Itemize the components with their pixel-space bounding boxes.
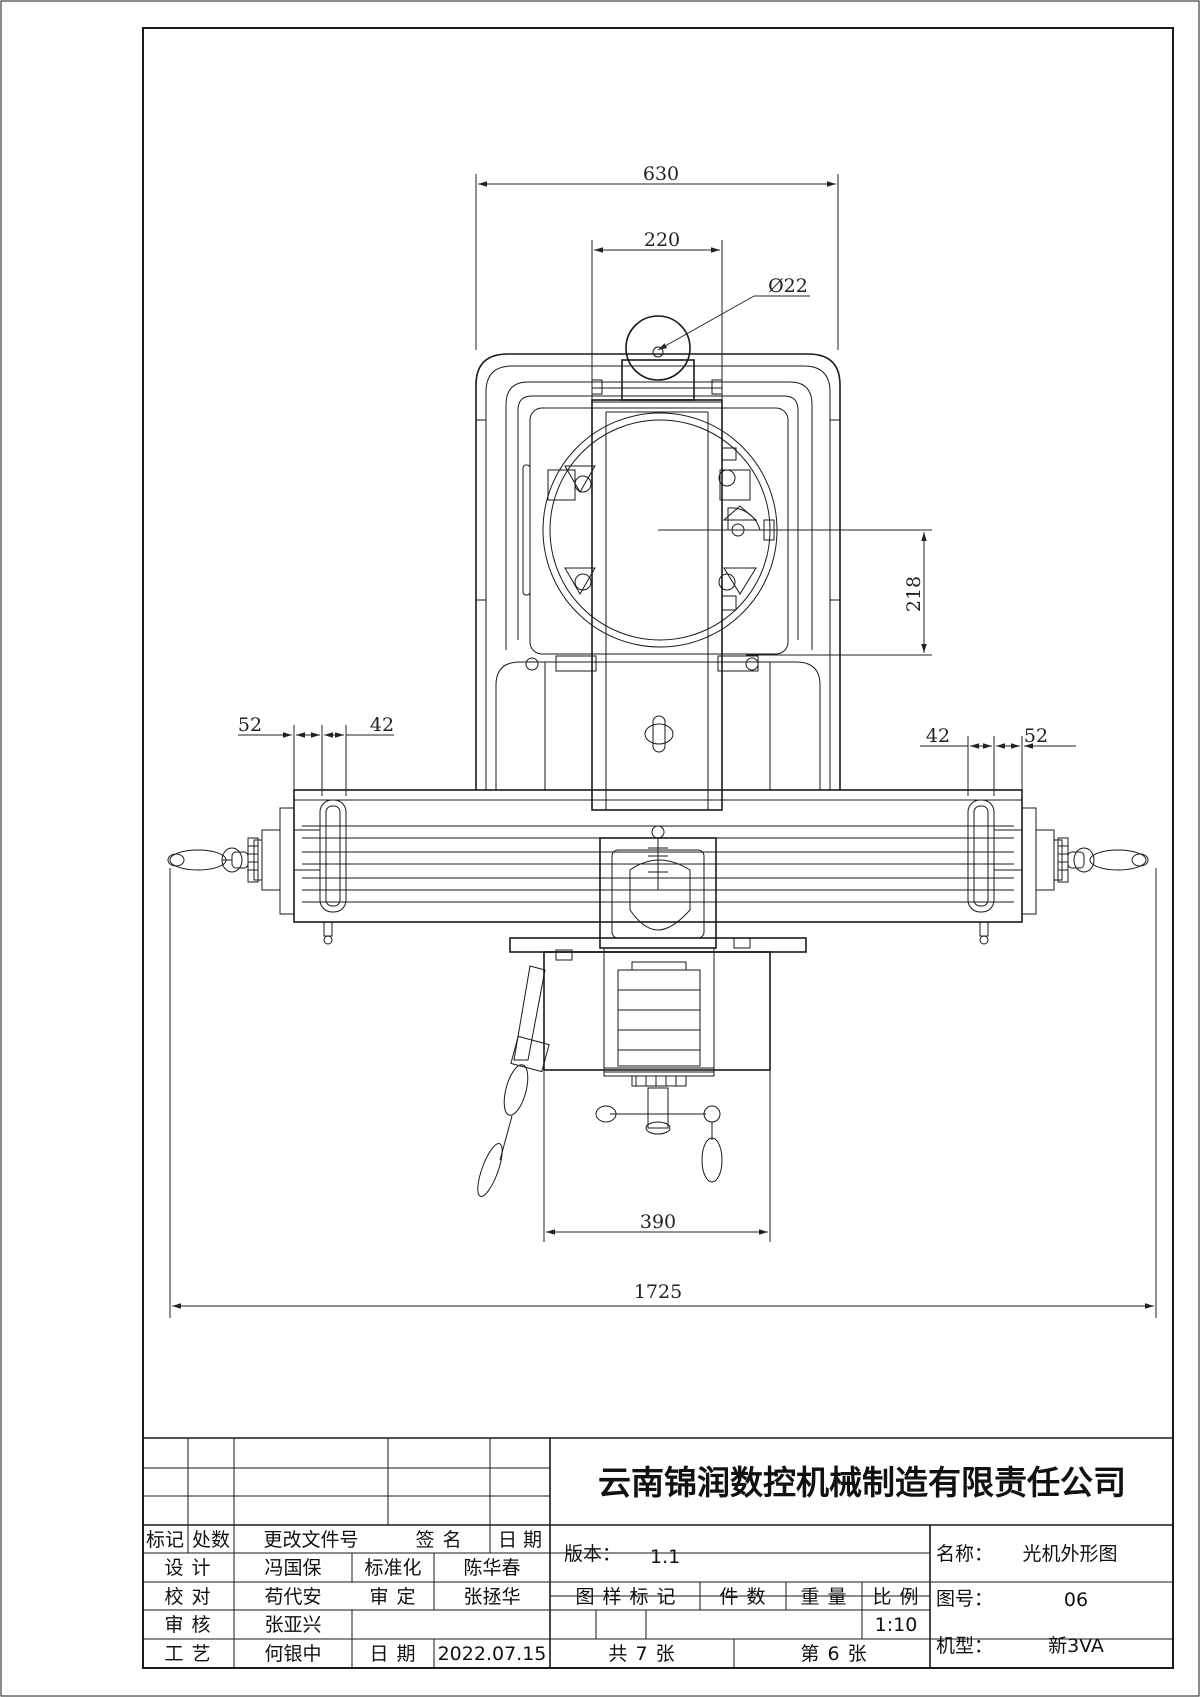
machine-outline <box>167 315 1149 1197</box>
hdr-mark: 标记 <box>146 1529 184 1551</box>
model-value: 新3VA <box>1048 1635 1104 1657</box>
dim-52-right: 52 <box>1024 725 1048 747</box>
dim-390: 390 <box>640 1211 676 1233</box>
hdr-date: 日 期 <box>498 1529 542 1551</box>
version-value: 1.1 <box>650 1546 680 1568</box>
process-name: 何银中 <box>264 1643 321 1665</box>
drawing-no-value: 06 <box>1064 1589 1088 1611</box>
company-name: 云南锦润数控机械制造有限责任公司 <box>598 1463 1126 1502</box>
dim-630: 630 <box>643 163 679 185</box>
check-name: 苟代安 <box>264 1586 321 1608</box>
check-label: 校 对 <box>164 1586 211 1608</box>
dimension-lines <box>169 174 1157 1318</box>
scale-value: 1:10 <box>875 1614 918 1636</box>
dim-phi22: Ø22 <box>768 275 808 297</box>
pattern-mark-label: 图 样 标 记 <box>575 1586 676 1608</box>
dim-218: 218 <box>903 576 925 612</box>
design-name: 冯国保 <box>264 1557 321 1579</box>
hdr-change-doc: 更改文件号 <box>263 1529 358 1551</box>
dim-1725: 1725 <box>634 1281 682 1303</box>
name-value: 光机外形图 <box>1022 1543 1117 1565</box>
approve-name: 张拯华 <box>463 1586 520 1608</box>
review-name: 张亚兴 <box>264 1614 321 1636</box>
drawing-no-label: 图号： <box>936 1588 993 1610</box>
hdr-sign: 签 名 <box>415 1529 462 1551</box>
standard-name: 陈华春 <box>463 1557 520 1579</box>
drawing-frame <box>142 27 1174 1669</box>
title-block: 云南锦润数控机械制造有限责任公司 标记 处数 更改文件号 签 名 日 期 设 计… <box>143 1437 1173 1668</box>
hdr-count: 处数 <box>192 1529 230 1551</box>
dim-42-right: 42 <box>926 725 950 747</box>
model-label: 机型： <box>936 1635 993 1657</box>
dimension-labels: 630 220 Ø22 218 52 42 42 52 390 1725 <box>238 163 1048 1303</box>
date-value: 2022.07.15 <box>438 1643 547 1665</box>
scale-label: 比 例 <box>872 1586 919 1608</box>
dim-52-left: 52 <box>238 714 262 736</box>
design-label: 设 计 <box>164 1557 211 1579</box>
review-label: 审 核 <box>164 1614 211 1636</box>
name-label: 名称： <box>936 1543 993 1565</box>
dim-220: 220 <box>644 229 680 251</box>
dim-42-left: 42 <box>370 714 394 736</box>
process-label: 工 艺 <box>164 1643 211 1665</box>
quantity-label: 件 数 <box>719 1586 766 1608</box>
approve-label: 审 定 <box>369 1586 416 1608</box>
weight-label: 重 量 <box>800 1586 847 1608</box>
date-label: 日 期 <box>369 1643 416 1665</box>
standard-label: 标准化 <box>364 1557 421 1579</box>
total-sheets: 共 7 张 <box>608 1643 675 1665</box>
version-label: 版本： <box>564 1543 621 1565</box>
sheet-number: 第 6 张 <box>800 1643 867 1665</box>
